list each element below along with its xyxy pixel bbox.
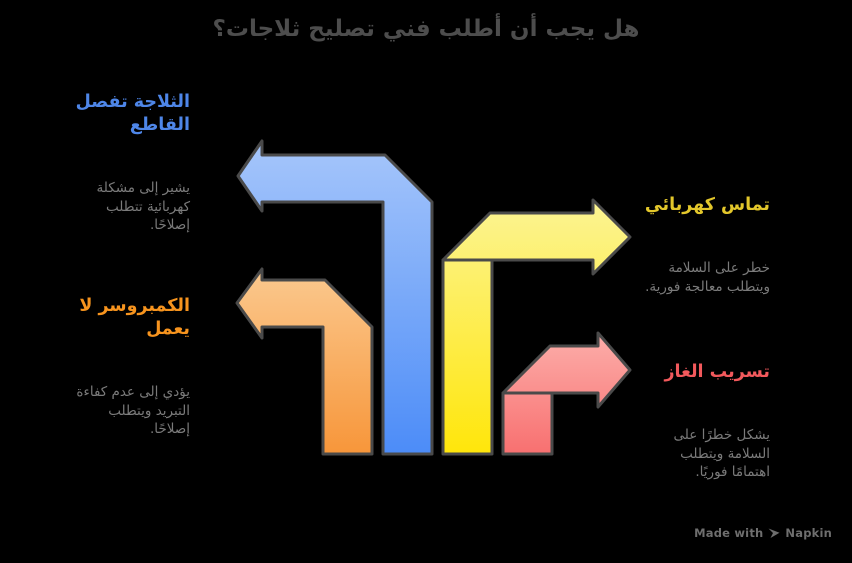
page-title: هل يجب أن أطلب فني تصليح ثلاجات؟	[212, 16, 640, 42]
made-with-label: Made with	[694, 526, 764, 540]
section-gas-leak-heading: تسريب الغاز	[664, 362, 770, 382]
short-circuit-arrow	[441, 198, 632, 276]
napkin-brand-label: Napkin	[785, 526, 832, 540]
section-compressor-description: يؤدي إلى عدم كفاءة التبريد ويتطلب إصلاحً…	[76, 384, 190, 437]
section-breaker-heading: الثلاجة تفصل القاطع	[75, 92, 190, 135]
short-circuit-arrow-stem	[441, 258, 494, 456]
section-gas-leak: تسريب الغاز يشكل خطرًا على السلامة ويتطل…	[664, 342, 770, 501]
section-breaker: الثلاجة تفصل القاطع يشير إلى مشكلة كهربا…	[76, 72, 190, 254]
napkin-logo-icon	[768, 528, 780, 538]
section-short-circuit-heading: تماس كهربائي	[644, 195, 770, 215]
made-with-napkin-attribution: Made with Napkin	[694, 526, 832, 540]
breaker-arrow	[236, 139, 434, 456]
section-short-circuit-description: خطر على السلامة ويتطلب معالجة فورية.	[645, 260, 770, 295]
gas-leak-arrow	[501, 331, 632, 409]
section-compressor: الكمبروسر لا يعمل يؤدي إلى عدم كفاءة الت…	[76, 276, 190, 458]
section-compressor-heading: الكمبروسر لا يعمل	[79, 296, 190, 339]
section-gas-leak-description: يشكل خطرًا على السلامة ويتطلب اهتمامًا ف…	[673, 427, 770, 480]
compressor-arrow	[235, 267, 374, 456]
gas-leak-arrow-stem	[501, 391, 554, 456]
section-breaker-description: يشير إلى مشكلة كهربائية تتطلب إصلاحًا.	[96, 180, 190, 233]
section-short-circuit: تماس كهربائي خطر على السلامة ويتطلب معال…	[645, 175, 770, 315]
